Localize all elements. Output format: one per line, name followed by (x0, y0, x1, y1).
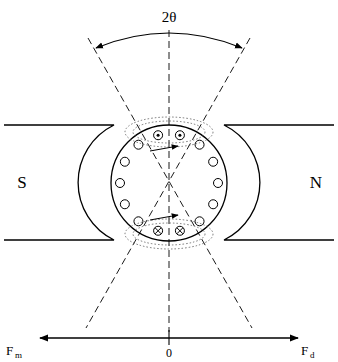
angle-label: 2θ (162, 10, 177, 25)
dot-mark (178, 134, 181, 137)
conductor (154, 131, 163, 140)
origin-label: 0 (166, 347, 172, 359)
conductor (214, 179, 223, 188)
conductor (195, 217, 204, 226)
mmf-arrow (150, 146, 178, 151)
brush-axis (88, 38, 252, 328)
brush-axis (86, 38, 250, 328)
subscript: m (15, 351, 22, 360)
mmf-arrow (150, 215, 178, 220)
n-pole (224, 125, 334, 240)
angle-arc (96, 33, 242, 48)
conductor (120, 157, 129, 166)
s-pole (4, 125, 114, 240)
field-lines (125, 117, 213, 249)
conductor (134, 140, 143, 149)
cross-mark (155, 228, 161, 234)
dot-mark (157, 134, 160, 137)
axis (169, 30, 170, 332)
force-symbol: F (301, 344, 308, 357)
pole-label: S (17, 174, 26, 191)
conductor (209, 200, 218, 209)
force-symbol: F (6, 344, 13, 357)
conductor (209, 157, 218, 166)
conductor (175, 226, 184, 235)
conductor (116, 179, 125, 188)
fd-arrow (169, 337, 298, 338)
conductor (120, 200, 129, 209)
pole-label: N (310, 174, 322, 191)
fm-arrow (40, 337, 169, 338)
conductor (154, 226, 163, 235)
cross-mark (177, 228, 183, 234)
conductor (175, 131, 184, 140)
subscript: d (310, 351, 315, 360)
